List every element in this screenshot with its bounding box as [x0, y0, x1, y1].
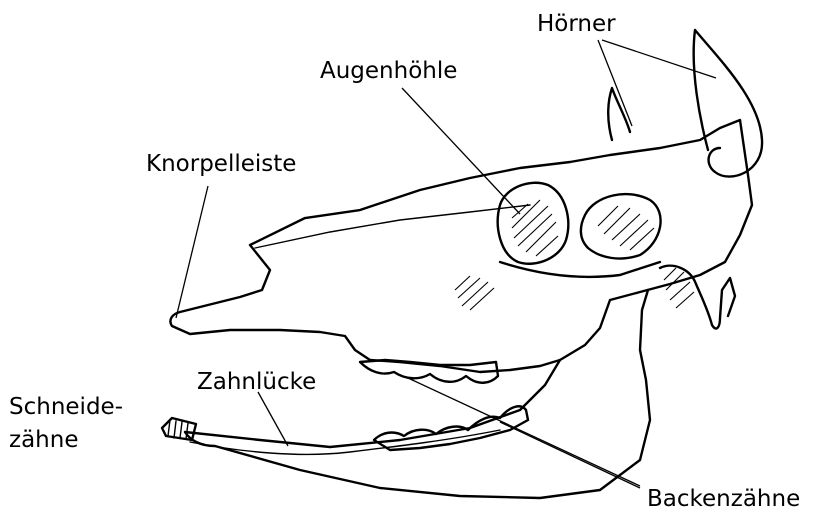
- leader-zahnluecke: [258, 392, 288, 446]
- temporal-hatching: [598, 206, 654, 250]
- leader-hoerner-right: [602, 40, 716, 78]
- label-backenzaehne: Backenzähne: [647, 485, 800, 514]
- right-horn: [694, 30, 762, 177]
- label-knorpelleiste: Knorpelleiste: [146, 150, 296, 179]
- leader-lines: [176, 40, 716, 488]
- eye-socket-hatching: [512, 200, 558, 256]
- nasal-ridge: [255, 205, 530, 248]
- cheek-hatching: [455, 276, 494, 310]
- incisor-teeth: [162, 418, 196, 440]
- label-zahnluecke: Zahnlücke: [197, 368, 316, 397]
- leader-knorpelleiste: [176, 186, 208, 318]
- eye-socket-outline: [498, 183, 569, 264]
- label-augenhoehle: Augenhöhle: [320, 57, 457, 86]
- label-schneidezaehne-line2: zähne: [9, 426, 78, 455]
- label-hoerner: Hörner: [537, 10, 616, 39]
- temporal-fossa: [581, 194, 661, 258]
- leader-hoerner-left: [598, 40, 632, 126]
- lower-molars: [374, 406, 528, 450]
- label-schneidezaehne-line1: Schneide-: [9, 393, 123, 422]
- leader-augenhoehle: [402, 88, 520, 214]
- leader-backenzaehne-lower: [500, 422, 640, 488]
